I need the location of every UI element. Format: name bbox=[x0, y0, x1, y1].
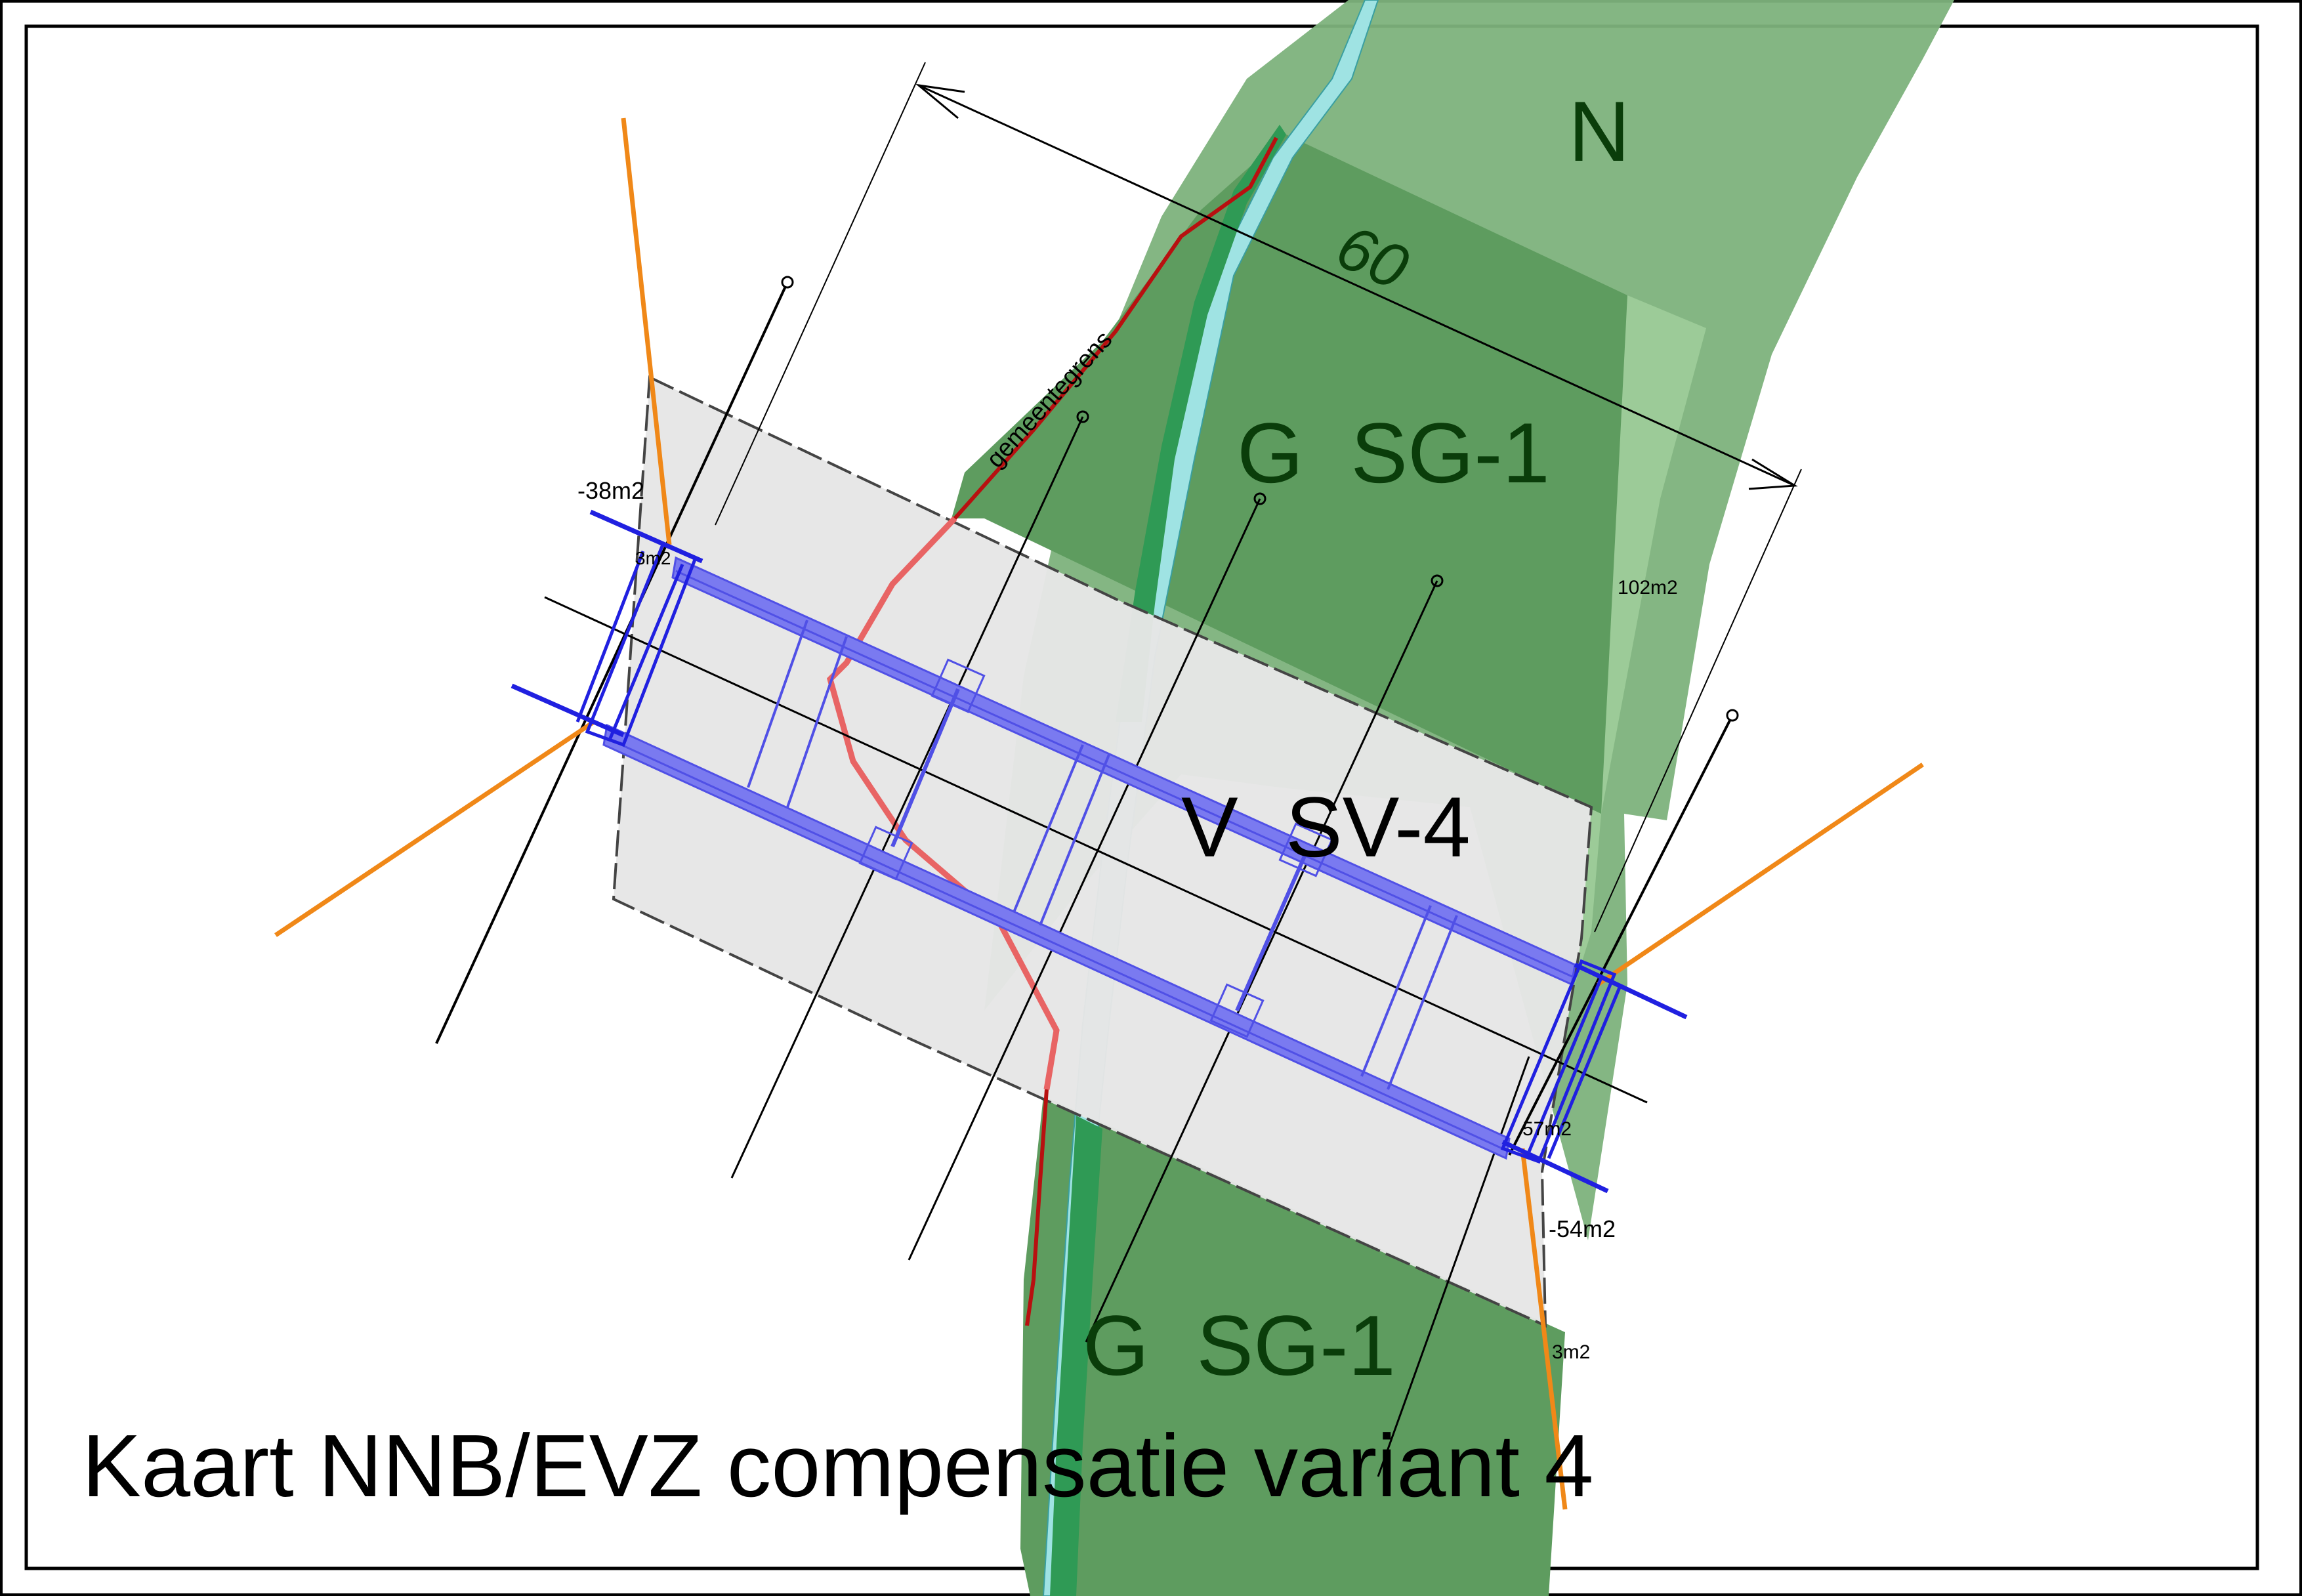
area-right-bottom: 3m2 bbox=[1552, 1341, 1590, 1363]
pole-marker-4 bbox=[1253, 492, 1266, 505]
north-label: N bbox=[1568, 83, 1630, 179]
municipality-boundary bbox=[826, 516, 1060, 1090]
pole-line-6 bbox=[1377, 1056, 1530, 1477]
boundary-red-top bbox=[953, 136, 1278, 520]
abutment-east bbox=[1500, 959, 1688, 1194]
dimension-arrow-left bbox=[915, 83, 965, 119]
pole-marker-5 bbox=[1431, 574, 1444, 587]
area-right-upper: 102m2 bbox=[1618, 577, 1678, 598]
area-top-left: -38m2 bbox=[577, 477, 644, 504]
abutment-west bbox=[511, 509, 703, 747]
centerline bbox=[544, 596, 1648, 1104]
project-area bbox=[612, 375, 1593, 1328]
map-title: Kaart NNB/EVZ compensatie variant 4 bbox=[82, 1416, 1594, 1515]
pole-line-1 bbox=[435, 282, 789, 1044]
pole-line-2 bbox=[1508, 715, 1734, 1156]
area-right-lower: -54m2 bbox=[1549, 1215, 1616, 1242]
orange-line-w bbox=[274, 720, 595, 937]
pole-line-3 bbox=[730, 416, 1084, 1179]
sg-label-top: G SG-1 bbox=[1237, 405, 1550, 501]
nature-corridor-bottom bbox=[1020, 1096, 1565, 1596]
water-bank bbox=[1116, 125, 1286, 722]
sg-label-bottom: G SG-1 bbox=[1083, 1297, 1396, 1393]
pole-marker-2 bbox=[1726, 709, 1739, 722]
pole-marker-1 bbox=[781, 276, 794, 289]
area-right-mid: 57m2 bbox=[1522, 1118, 1572, 1140]
dimension-arrow-right bbox=[1748, 458, 1798, 490]
water-bank-lower bbox=[1050, 1116, 1102, 1596]
dimension-tick-left bbox=[715, 62, 926, 526]
sv-label: V SV-4 bbox=[1181, 779, 1471, 875]
orange-line-nw bbox=[621, 117, 672, 545]
dimension-line bbox=[918, 84, 1795, 487]
bridge bbox=[602, 556, 1576, 1160]
pole-marker-3 bbox=[1076, 410, 1089, 423]
orange-line-e bbox=[1597, 763, 1924, 986]
nature-corridor-dark bbox=[952, 135, 1627, 814]
pole-line-4 bbox=[908, 498, 1261, 1261]
dimension-tick-right bbox=[1594, 469, 1802, 933]
area-top-left-small: 3m2 bbox=[635, 548, 671, 568]
nature-strip-light bbox=[1575, 295, 1706, 984]
boundary-red-bottom bbox=[1025, 1089, 1049, 1326]
orange-line-se bbox=[1520, 1148, 1568, 1510]
pole-line-5 bbox=[1085, 580, 1438, 1343]
